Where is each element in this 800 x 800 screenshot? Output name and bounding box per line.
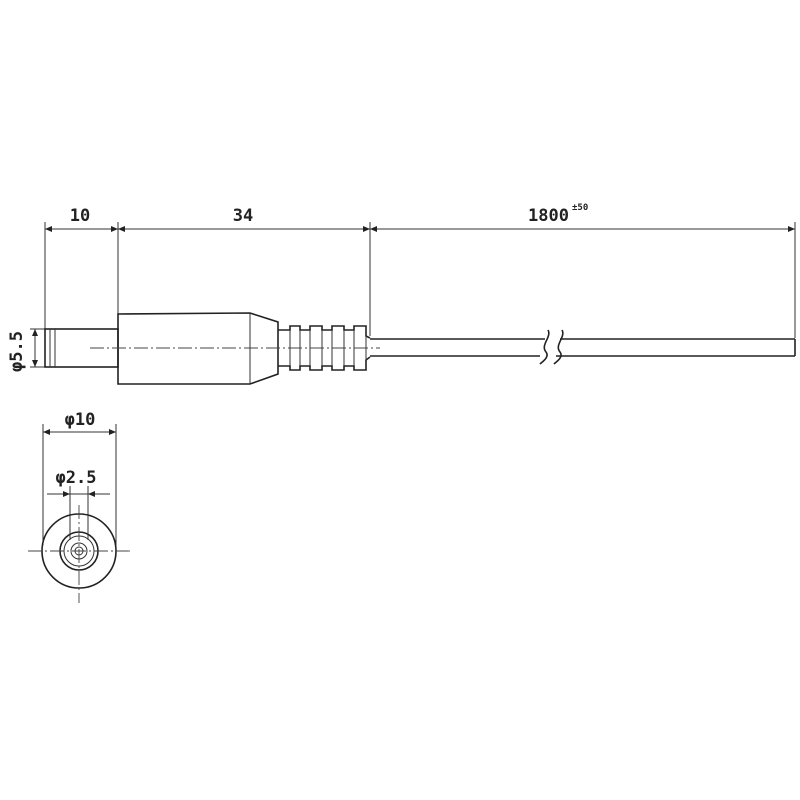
connector-end-view xyxy=(28,505,130,603)
dim-cable-tolerance: ±50 xyxy=(572,203,588,213)
dim-body-length-label: 34 xyxy=(233,206,253,226)
dim-outer-diameter: φ10 xyxy=(42,410,117,545)
cable xyxy=(370,329,796,365)
dim-cable-length: 1800 ±50 xyxy=(370,203,796,338)
dim-inner-diameter-label: φ2.5 xyxy=(56,468,97,488)
break-mark-right xyxy=(553,329,564,365)
dim-cable-length-label: 1800 xyxy=(528,206,569,226)
dim-tip-diameter: φ5.5 xyxy=(7,328,50,372)
dim-tip-diameter-label: φ5.5 xyxy=(7,331,27,372)
dim-tip-length: 10 xyxy=(44,206,119,330)
dim-body-length: 34 xyxy=(118,206,371,336)
dim-outer-diameter-label: φ10 xyxy=(65,410,96,430)
connector-side-view xyxy=(44,312,380,385)
dim-tip-length-label: 10 xyxy=(70,206,90,226)
dim-inner-diameter: φ2.5 xyxy=(47,468,110,540)
break-mark-left xyxy=(539,329,550,365)
